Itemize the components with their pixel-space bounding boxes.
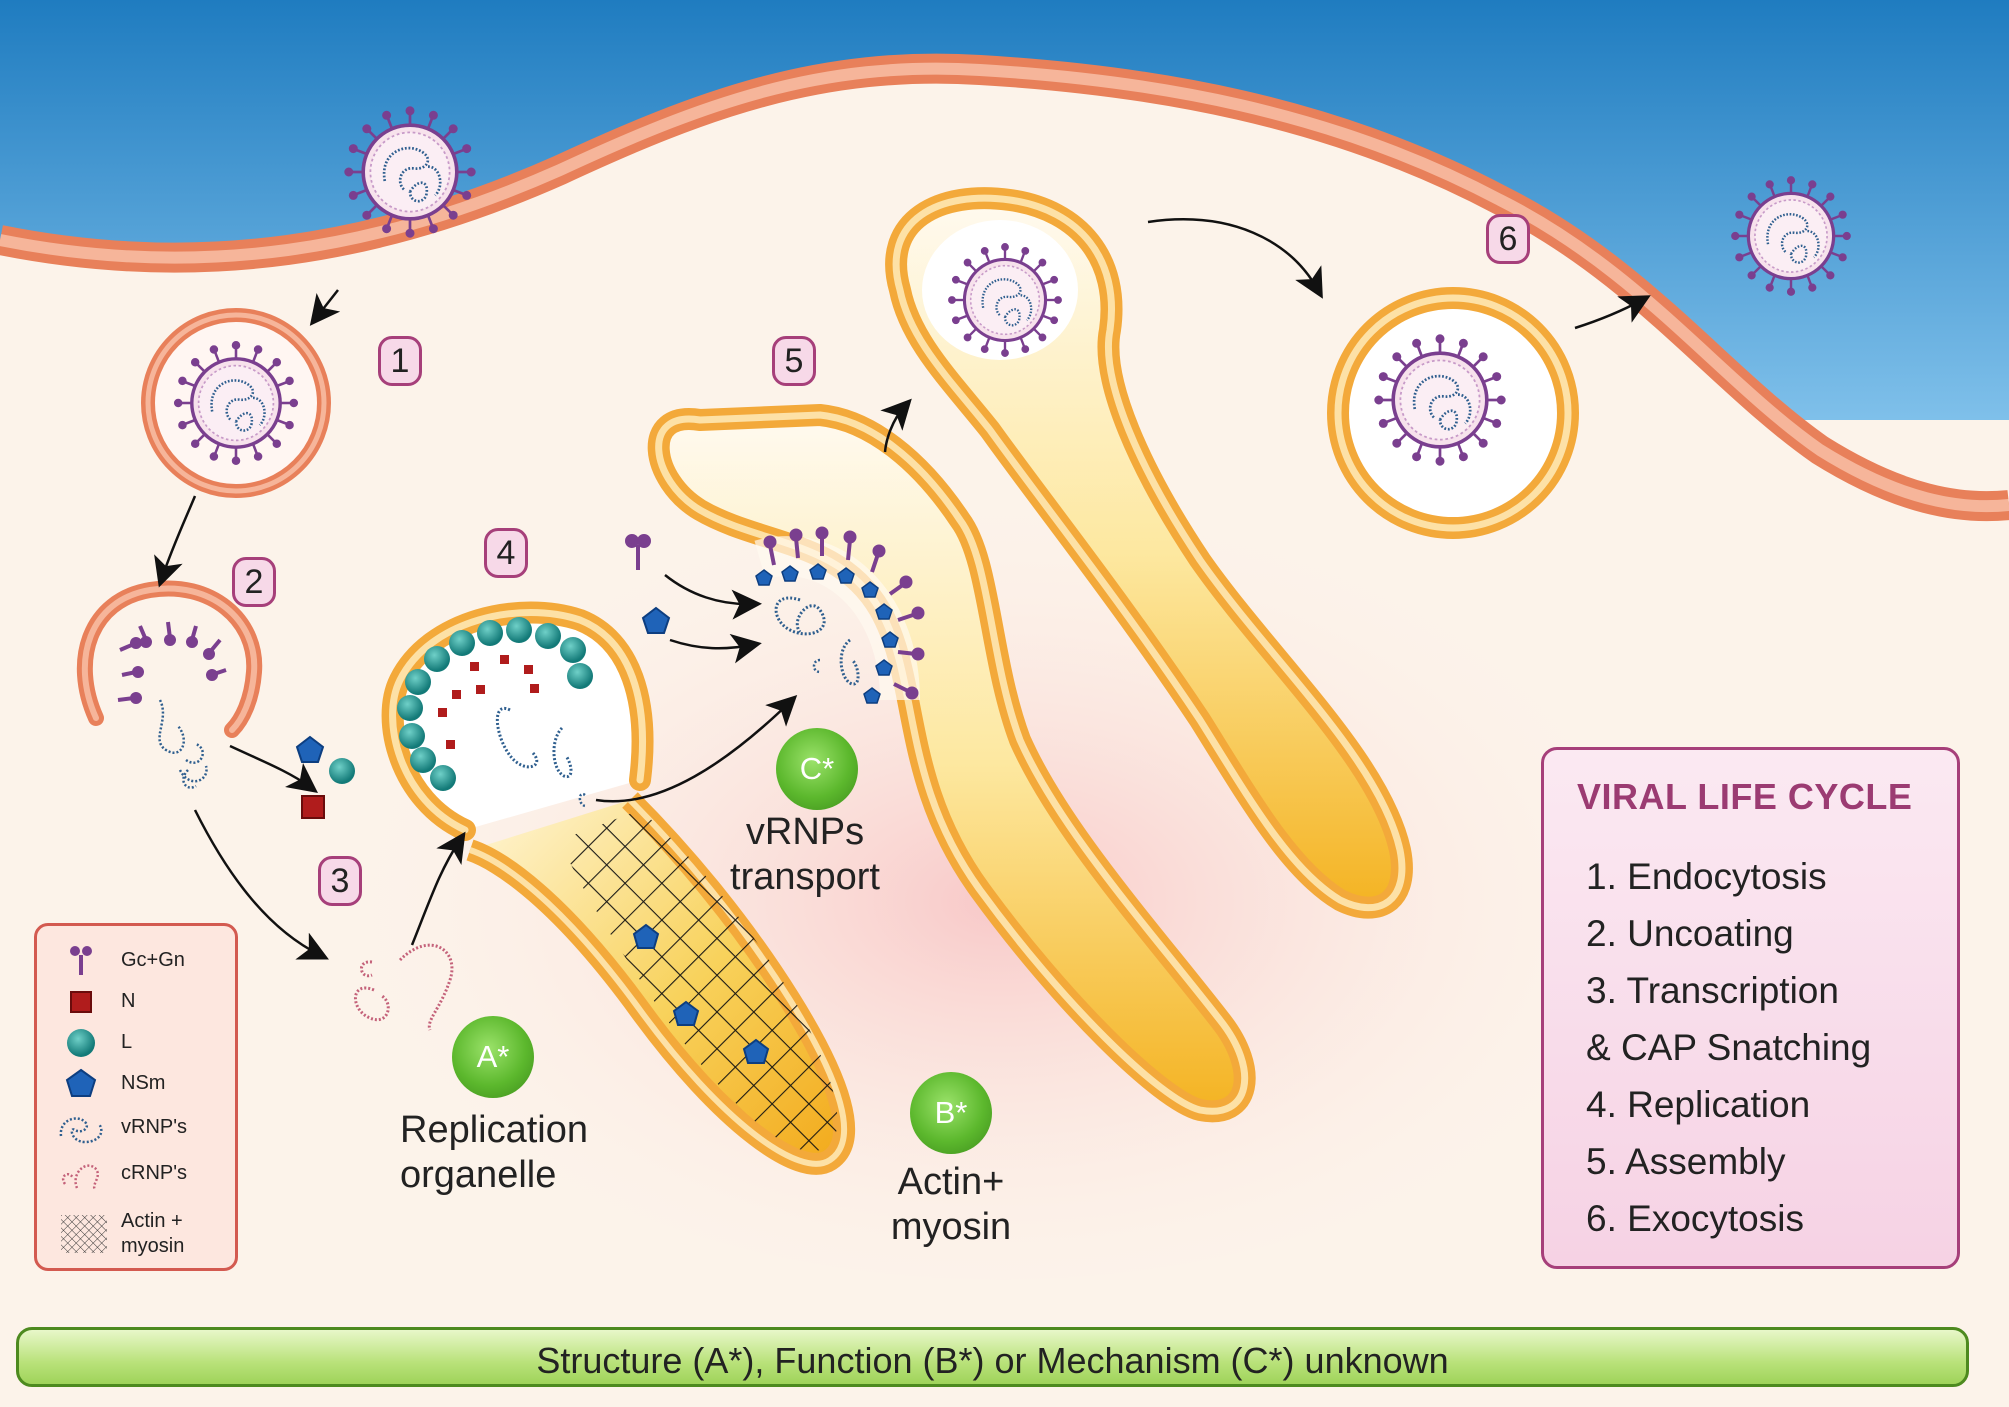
arrow-nsm-5 [669, 633, 762, 664]
l-protein-icon [67, 1029, 95, 1057]
legend-item-n: N [37, 982, 237, 1022]
arrow-6-exit [1574, 295, 1651, 330]
life-cycle-item: 6. Exocytosis [1586, 1198, 1804, 1239]
life-cycle-item: 4. Replication [1586, 1084, 1811, 1125]
legend-item-actin: Actin + myosin [37, 1206, 237, 1258]
step-badge-2: 2 [232, 557, 276, 607]
actin-myosin-label-line1: Actin+ [897, 1161, 1005, 1203]
virion-released [1730, 175, 1852, 297]
step-badge-4: 4 [484, 528, 528, 578]
arrow-4-5 [595, 695, 798, 803]
transport-vesicle-tube [885, 187, 1413, 919]
actin-myosin-icon [61, 1215, 107, 1253]
arrow-1-2 [154, 495, 197, 588]
life-cycle-item: 5. Assembly [1586, 1141, 1786, 1182]
step-badge-1: 1 [378, 336, 422, 386]
crnp-icon [61, 1164, 100, 1191]
legend-label-actin: Actin + [121, 1210, 183, 1232]
legend-item-gcgn: Gc+Gn [37, 941, 237, 981]
life-cycle-item: 2. Uncoating [1586, 913, 1794, 954]
arrow-entry [309, 289, 341, 326]
life-cycle-title: VIRAL LIFE CYCLE [1577, 776, 1913, 817]
legend-label-actin-2: myosin [121, 1235, 185, 1257]
legend-item-vrnp: vRNP's [37, 1108, 237, 1148]
crnp-group [354, 943, 454, 1031]
legend-label-gcgn: Gc+Gn [121, 949, 185, 971]
legend-label-n: N [121, 990, 136, 1012]
life-cycle-panel: VIRAL LIFE CYCLE 1. Endocytosis 2. Uncoa… [1541, 747, 1960, 1269]
plasma-membrane-inner [0, 62, 2009, 513]
step-badge-3: 3 [318, 856, 362, 906]
replication-organelle [381, 601, 855, 1175]
step-badge-6: 6 [1486, 214, 1530, 264]
life-cycle-item: & CAP Snatching [1586, 1027, 1872, 1068]
arrow-2-3 [193, 809, 329, 960]
vrnp-transport-label-line1: vRNPs [745, 811, 865, 853]
life-cycle-list: 1. Endocytosis 2. Uncoating 3. Transcrip… [1586, 848, 1871, 1247]
incoming-nsm [641, 606, 671, 634]
incoming-glycoprotein [625, 534, 651, 570]
unknown-marker-c: C* [776, 728, 858, 810]
unknown-footnote-text: Structure (A*), Function (B*) or Mechani… [536, 1340, 1449, 1381]
vrnp-transport-label: vRNPs transport [715, 810, 895, 900]
vrnp-transport-label-line2: transport [730, 855, 880, 898]
replication-organelle-label: Replication organelle [400, 1108, 614, 1198]
step-badge-5: 5 [772, 336, 816, 386]
unknown-footnote-bar: Structure (A*), Function (B*) or Mechani… [16, 1327, 1969, 1387]
actin-myosin-label: Actin+ myosin [876, 1160, 1026, 1250]
arrow-tube-6 [1147, 218, 1323, 299]
secretory-vesicle [1327, 287, 1579, 539]
virion-binding [343, 105, 477, 239]
legend-label-l: L [121, 1031, 133, 1053]
replication-organelle-label-line1: Replication [400, 1109, 588, 1151]
arrow-2-proteins [229, 744, 319, 793]
arrow-5-tube [880, 398, 912, 453]
vrnp-icon [59, 1117, 103, 1144]
unknown-marker-a: A* [452, 1016, 534, 1098]
flow-arrows [154, 218, 1651, 960]
legend-label-crnp: cRNP's [121, 1162, 188, 1184]
legend-panel: Gc+Gn N L NSm vRNP's cRNP's Actin + [34, 923, 238, 1271]
nsm-protein [295, 735, 325, 763]
n-protein [301, 795, 325, 819]
legend-item-l: L [37, 1023, 237, 1063]
actin-myosin-label-line2: myosin [890, 1205, 1012, 1248]
legend-label-nsm: NSm [121, 1072, 166, 1094]
endosome-step1 [141, 308, 331, 498]
n-protein-icon [70, 991, 92, 1013]
uncoating-vesicle [76, 580, 263, 789]
unknown-marker-b: B* [910, 1072, 992, 1154]
actin-myosin-mesh [560, 810, 838, 1152]
replication-organelle-label-line2: organelle [400, 1153, 557, 1196]
arrow-3-4 [410, 831, 466, 946]
l-protein [329, 758, 355, 784]
glycoprotein-icon [70, 946, 92, 975]
legend-item-nsm: NSm [37, 1064, 237, 1104]
arrow-glyco-5 [664, 574, 762, 620]
nsm-protein-icon [65, 1068, 97, 1097]
life-cycle-item: 1. Endocytosis [1586, 856, 1827, 897]
legend-item-crnp: cRNP's [37, 1154, 237, 1194]
assembly-golgi [647, 404, 1256, 1123]
life-cycle-item: 3. Transcription [1586, 970, 1839, 1011]
legend-label-vrnp: vRNP's [121, 1116, 188, 1138]
